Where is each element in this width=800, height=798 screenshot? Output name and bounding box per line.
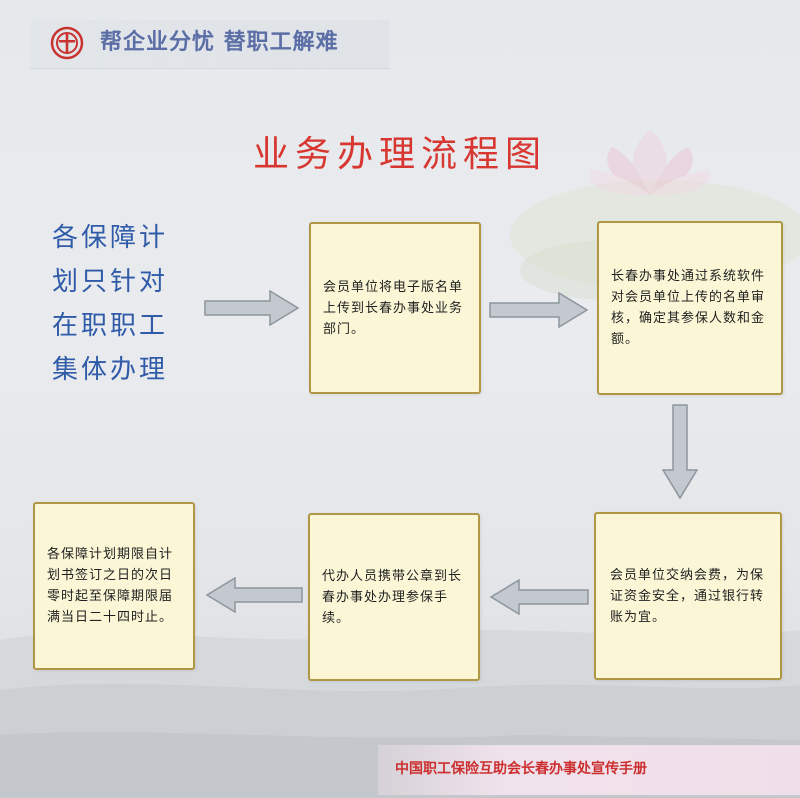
- scope-note-line: 划只针对: [52, 267, 169, 297]
- right-arrow-icon: [489, 292, 589, 328]
- step-2-text: 长春办事处通过系统软件对会员单位上传的名单审核，确定其参保人数和金额。: [611, 269, 766, 347]
- down-arrow-icon: [662, 404, 698, 500]
- union-logo-icon: [50, 26, 84, 60]
- step-3-box: 会员单位交纳会费，为保证资金安全，通过银行转账为宜。: [594, 512, 782, 680]
- scope-note-line: 各保障计: [52, 223, 169, 253]
- footer-caption: 中国职工保险互助会长春办事处宣传手册: [395, 761, 647, 777]
- scope-note-line: 在职职工: [52, 311, 169, 341]
- step-1-text: 会员单位将电子版名单上传到长春办事处业务部门。: [323, 279, 464, 337]
- header-banner: [30, 20, 390, 69]
- scope-note-line: 集体办理: [52, 355, 169, 385]
- step-4-box: 代办人员携带公章到长春办事处办理参保手续。: [308, 513, 480, 681]
- left-arrow-icon: [205, 577, 303, 613]
- step-4-text: 代办人员携带公章到长春办事处办理参保手续。: [322, 568, 463, 626]
- right-arrow-icon: [204, 290, 300, 326]
- step-2-box: 长春办事处通过系统软件对会员单位上传的名单审核，确定其参保人数和金额。: [597, 221, 783, 395]
- left-arrow-icon: [489, 579, 589, 615]
- page-title: 业务办理流程图: [252, 134, 547, 175]
- footer-bar: [378, 745, 800, 795]
- scope-note: 各保障计 划只针对 在职职工 集体办理: [52, 216, 212, 392]
- header-slogan: 帮企业分忧 替职工解难: [100, 30, 339, 55]
- step-5-box: 各保障计划期限自计划书签订之日的次日零时起至保障期限届满当日二十四时止。: [33, 502, 195, 670]
- step-1-box: 会员单位将电子版名单上传到长春办事处业务部门。: [309, 222, 481, 394]
- step-3-text: 会员单位交纳会费，为保证资金安全，通过银行转账为宜。: [610, 567, 765, 625]
- step-5-text: 各保障计划期限自计划书签订之日的次日零时起至保障期限届满当日二十四时止。: [47, 547, 174, 625]
